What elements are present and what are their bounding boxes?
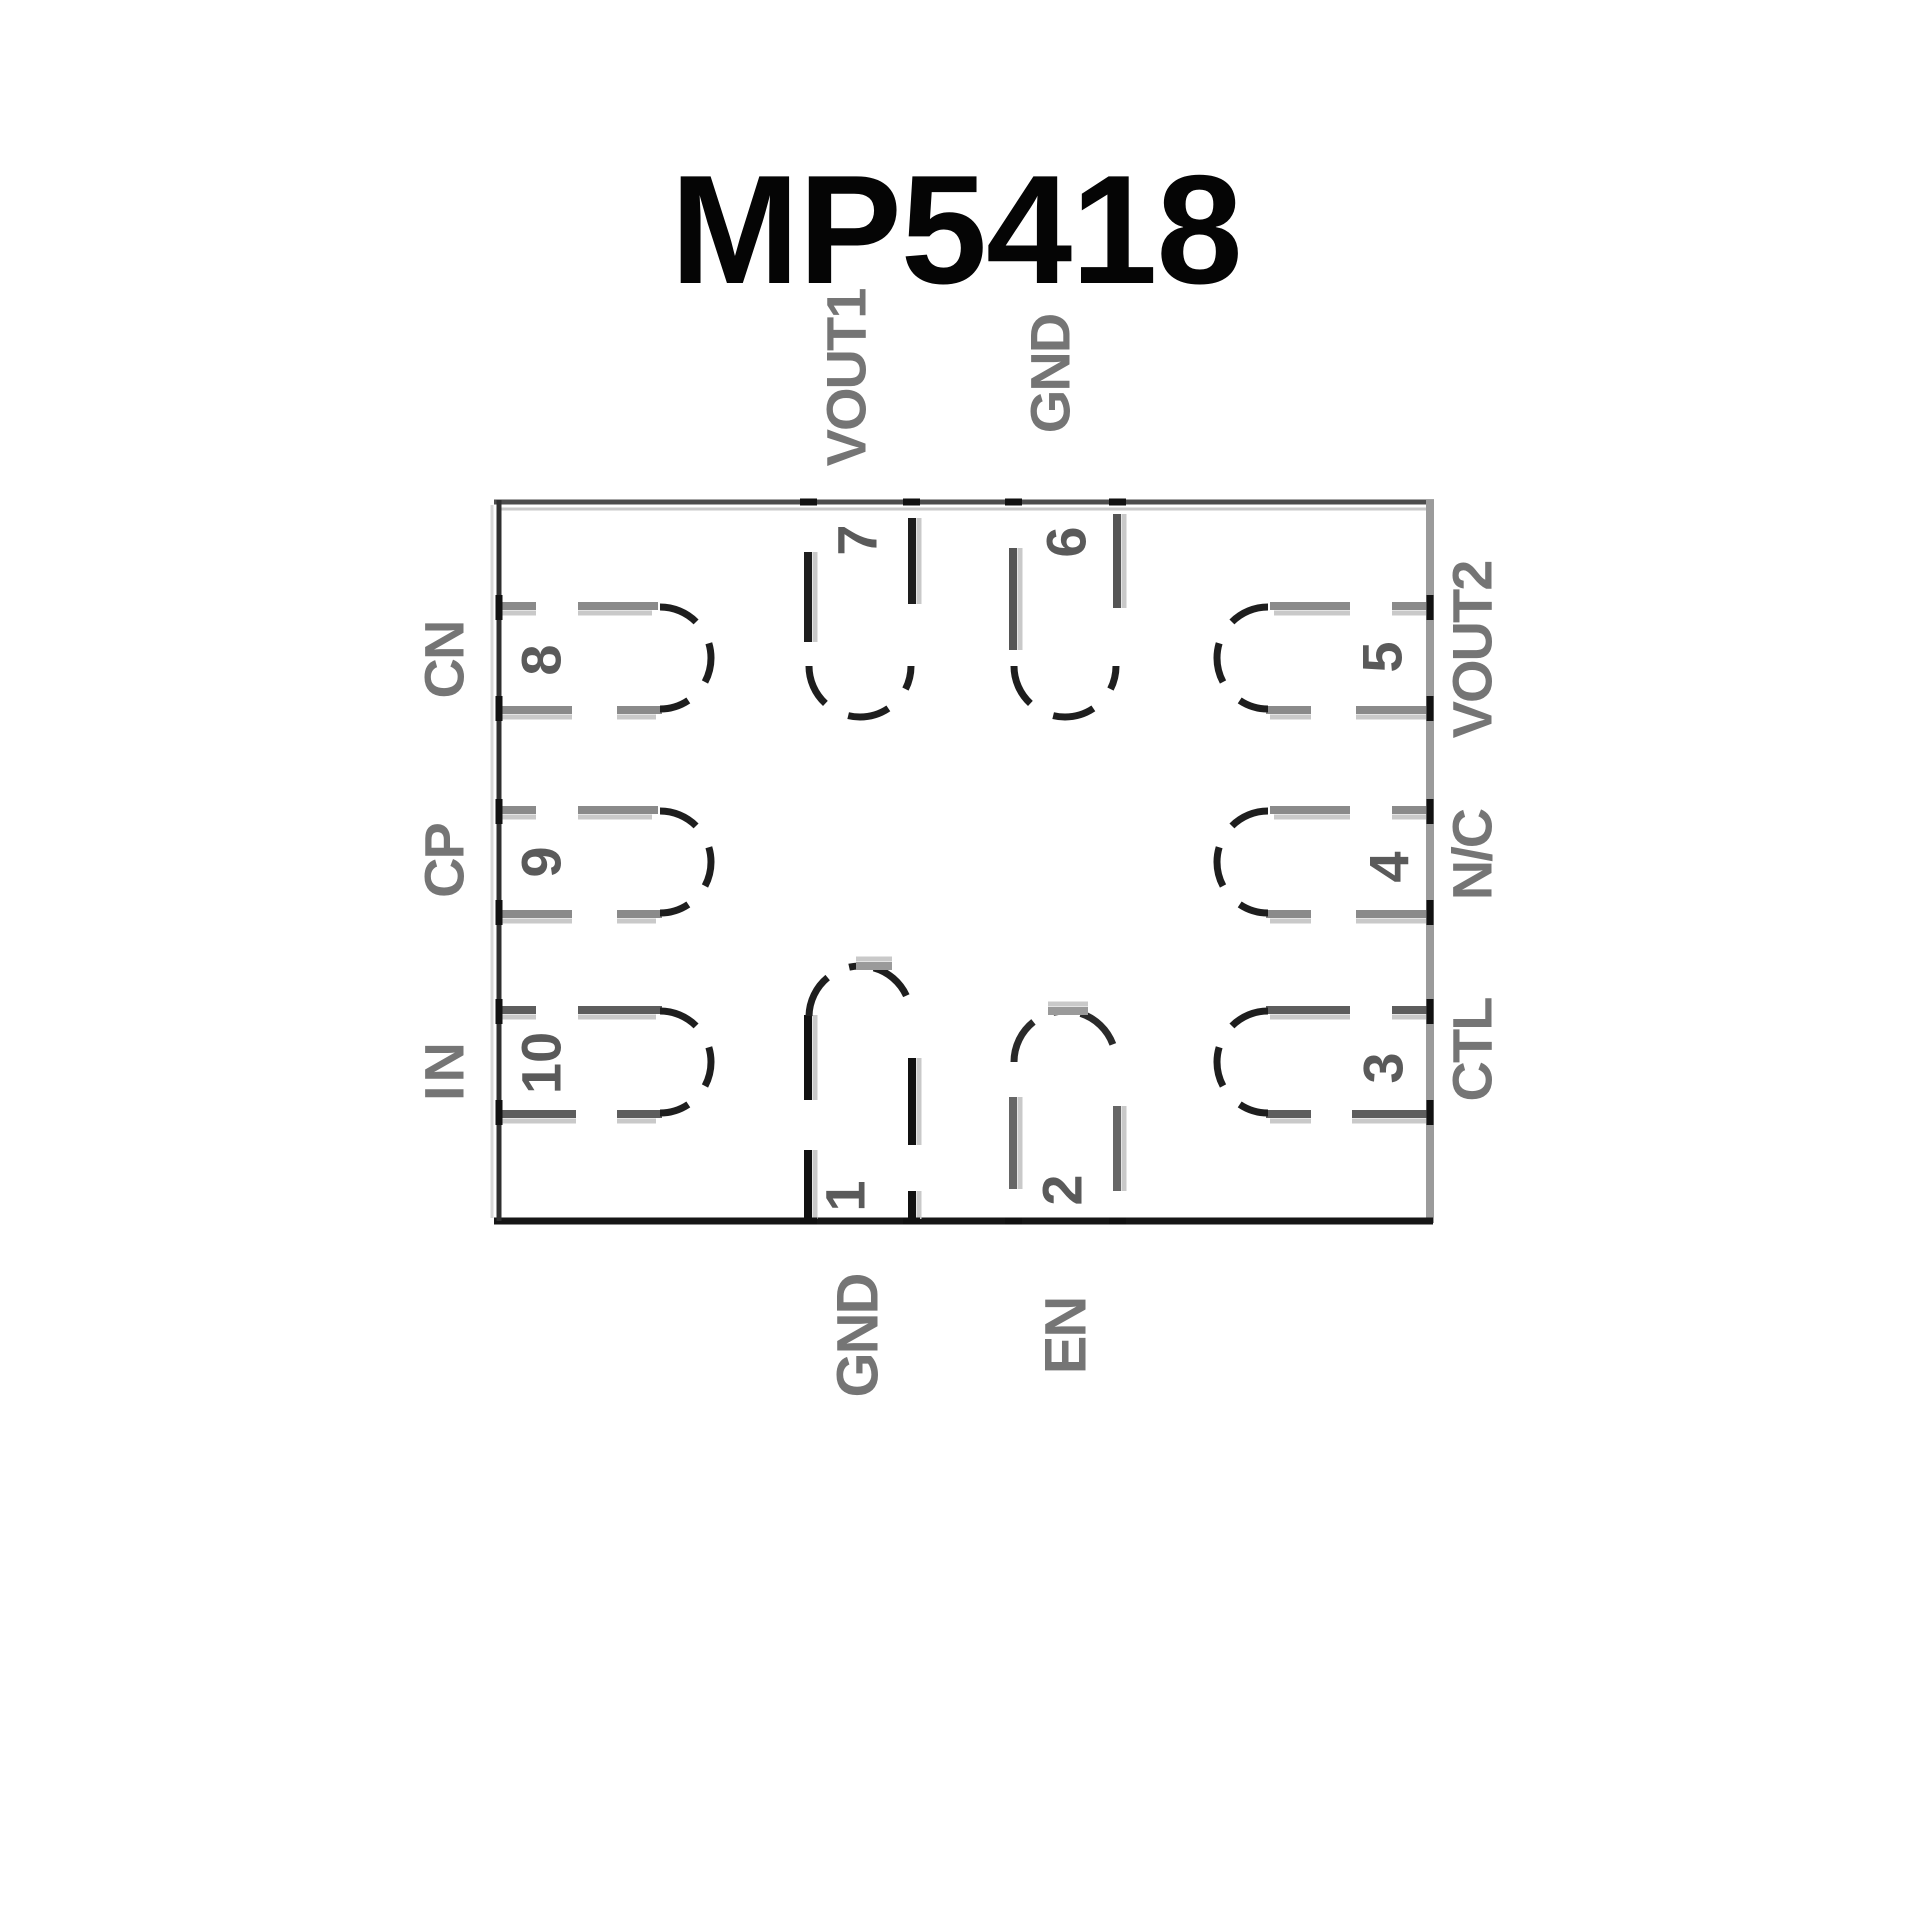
svg-text:N/C: N/C: [1441, 809, 1504, 900]
svg-text:MP5418: MP5418: [670, 143, 1241, 316]
svg-text:VOUT1: VOUT1: [815, 289, 878, 467]
svg-text:7: 7: [826, 524, 889, 555]
svg-text:5: 5: [1351, 641, 1414, 672]
svg-text:CN: CN: [413, 622, 476, 699]
svg-text:CP: CP: [413, 823, 476, 897]
svg-text:2: 2: [1031, 1174, 1094, 1205]
svg-text:8: 8: [510, 644, 573, 675]
svg-text:3: 3: [1352, 1052, 1415, 1083]
svg-text:6: 6: [1035, 526, 1098, 557]
svg-text:4: 4: [1358, 851, 1421, 882]
svg-text:1: 1: [814, 1180, 877, 1211]
svg-text:EN: EN: [1034, 1298, 1099, 1375]
svg-text:IN: IN: [413, 1039, 476, 1101]
svg-text:CTL: CTL: [1441, 998, 1504, 1102]
svg-text:10: 10: [510, 1032, 573, 1094]
svg-text:GND: GND: [1019, 314, 1082, 433]
svg-text:9: 9: [510, 846, 573, 877]
svg-text:GND: GND: [826, 1274, 891, 1397]
svg-text:VOUT2: VOUT2: [1441, 562, 1504, 739]
